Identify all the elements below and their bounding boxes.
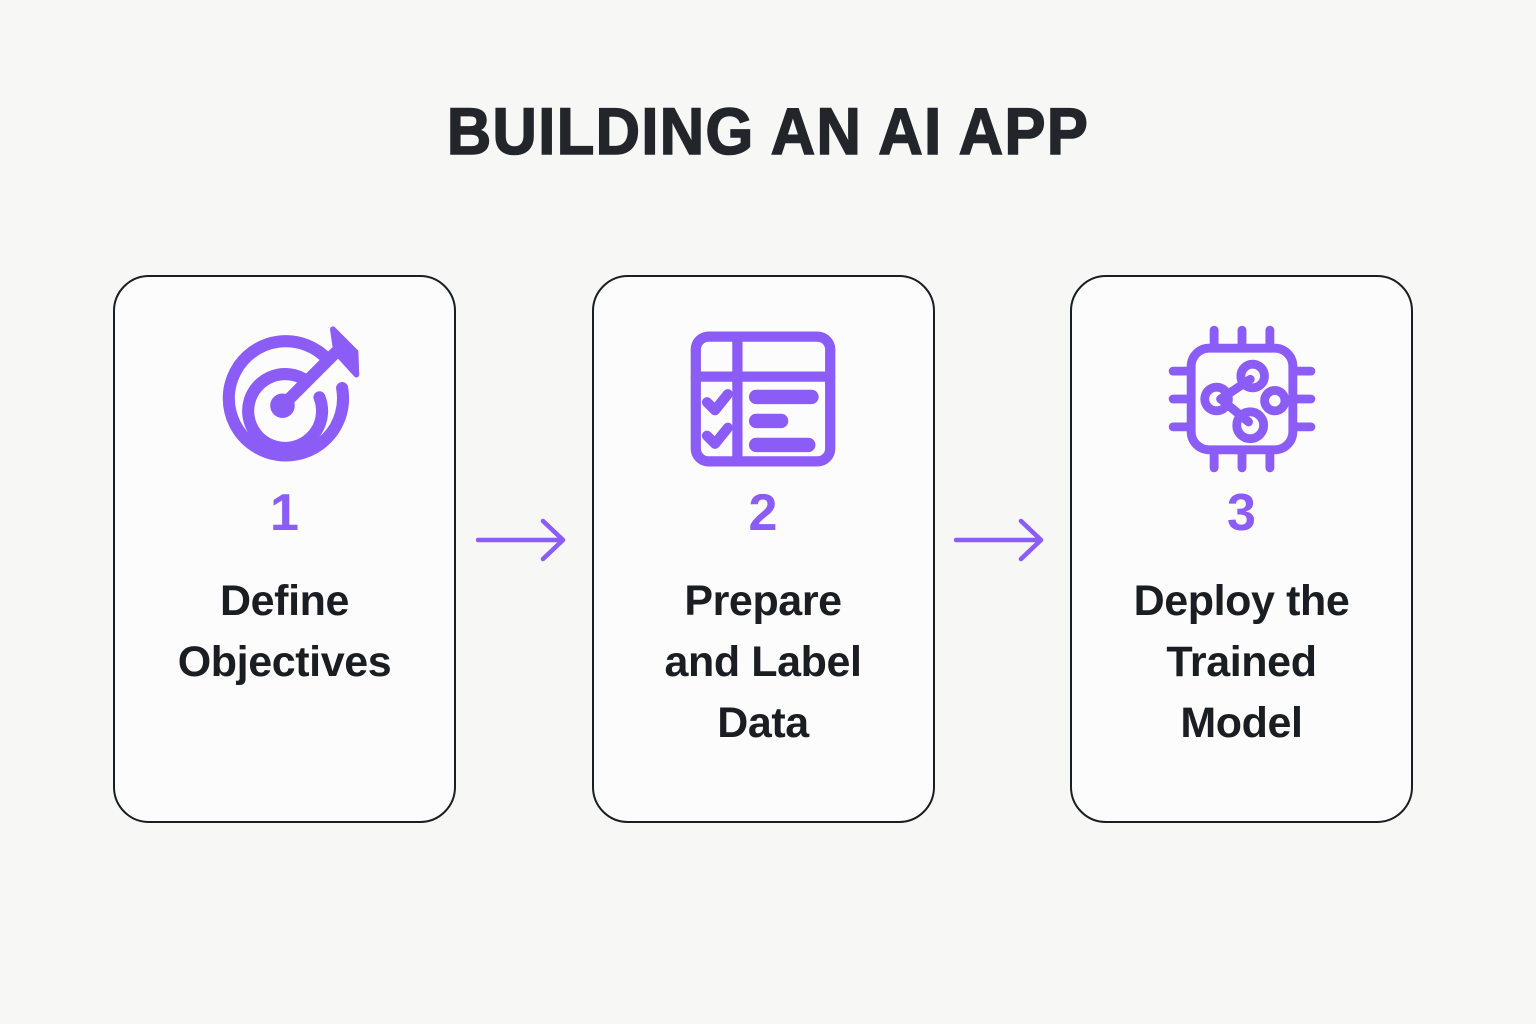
arrow-right-icon: [475, 518, 566, 562]
step-card-3[interactable]: 3 Deploy the Trained Model: [1070, 275, 1413, 823]
step-number-1: 1: [270, 484, 299, 542]
process-flow: 1 Define Objectives 2 Prepare and Label …: [113, 275, 1413, 823]
arrow-right-icon: [954, 518, 1044, 562]
step-card-1[interactable]: 1 Define Objectives: [113, 275, 456, 823]
target-arrow-icon: [201, 315, 369, 483]
step-label-1: Define Objectives: [177, 577, 392, 687]
page-title: BUILDING AN AI APP: [446, 94, 1090, 168]
ai-chip-icon: [1160, 315, 1324, 483]
step-card-2[interactable]: 2 Prepare and Label Data: [591, 275, 935, 823]
step-number-3: 3: [1227, 484, 1256, 542]
step-number-2: 2: [748, 484, 778, 542]
connector-2: [952, 275, 1052, 823]
data-table-checklist-icon: [683, 315, 843, 483]
step-label-3: Deploy the Trained Model: [1133, 577, 1350, 748]
connector-1: [474, 275, 574, 823]
step-label-2: Prepare and Label Data: [664, 577, 862, 748]
